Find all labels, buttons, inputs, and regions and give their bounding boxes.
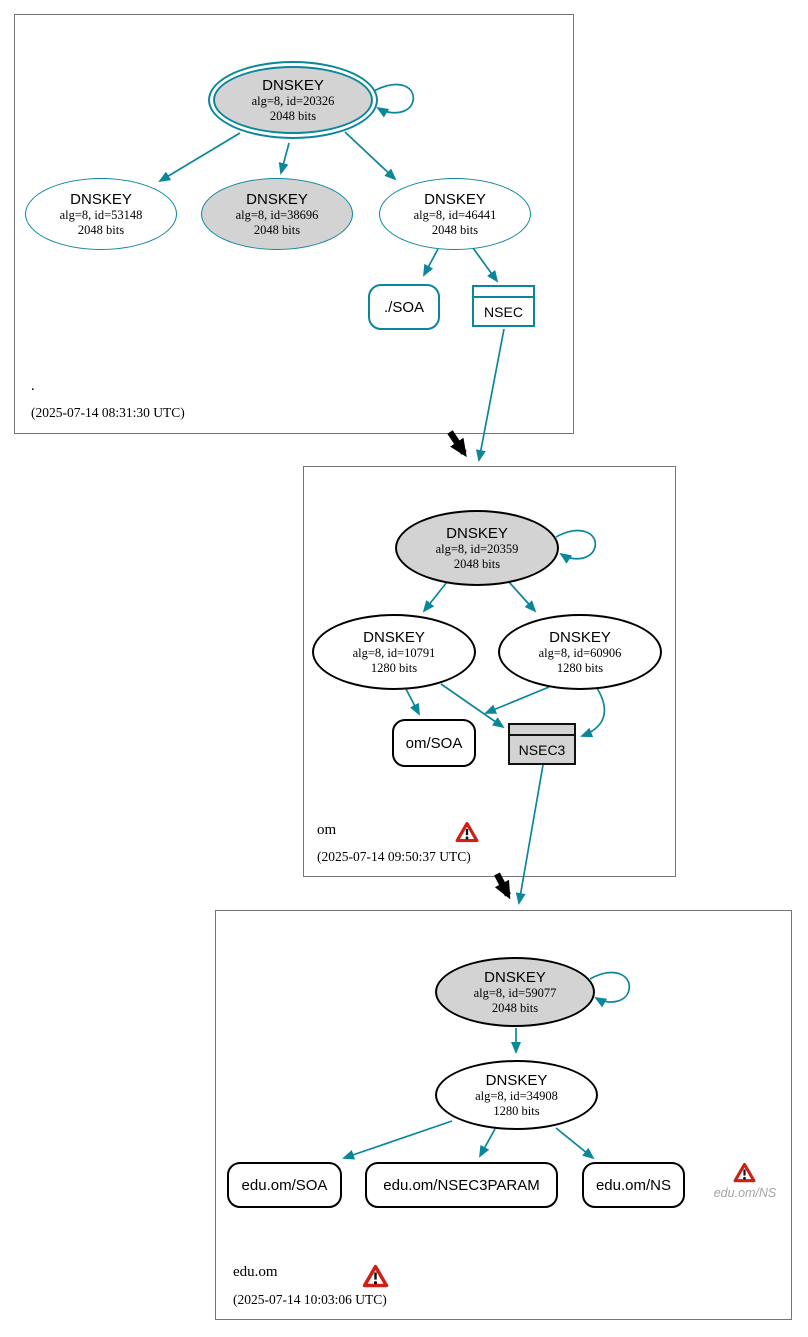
node-nsec: NSEC [472,285,535,327]
node-title: DNSKEY [246,191,308,208]
node-title: DNSKEY [446,525,508,542]
node-title: DNSKEY [549,629,611,646]
node-detail: alg=8, id=10791 [352,646,436,660]
zone-label-root: . [31,378,35,394]
warning-icon-eduom-zone [362,1264,389,1288]
node-nsec3: NSEC3 [508,723,576,765]
node-om-soa: om/SOA [392,719,476,767]
node-label: edu.om/SOA [241,1176,328,1194]
zone-timestamp-root: (2025-07-14 08:31:30 UTC) [31,405,185,420]
node-root-soa: ./SOA [368,284,440,330]
nsec-header-cell [474,287,533,298]
node-title: DNSKEY [262,77,324,94]
delegation-arrow-root-to-om [447,430,467,458]
node-bits: 2048 bits [431,222,479,237]
node-label: ./SOA [383,298,424,316]
zone-label-om: om [317,822,337,838]
node-dnskey-59077: DNSKEY alg=8, id=59077 2048 bits [435,957,595,1027]
node-title: DNSKEY [485,1072,548,1089]
node-detail: alg=8, id=60906 [538,646,622,660]
warning-label-eduom-ns: edu.om/NS [713,1186,777,1200]
node-label: NSEC3 [518,741,566,758]
node-bits: 2048 bits [453,556,501,571]
node-bits: 2048 bits [77,222,125,237]
node-dnskey-20326: DNSKEY alg=8, id=20326 2048 bits [208,61,378,139]
node-title: DNSKEY [424,191,486,208]
node-dnskey-38696: DNSKEY alg=8, id=38696 2048 bits [201,178,353,250]
warning-icon-eduom-ns [733,1162,756,1183]
node-detail: alg=8, id=59077 [473,986,557,1000]
node-bits: 1280 bits [556,660,604,675]
node-bits: 1280 bits [493,1103,540,1118]
node-title: DNSKEY [484,969,546,986]
node-dnskey-60906: DNSKEY alg=8, id=60906 1280 bits [498,614,662,690]
node-bits: 2048 bits [253,222,301,237]
node-dnskey-53148: DNSKEY alg=8, id=53148 2048 bits [25,178,177,250]
node-label: om/SOA [405,734,463,752]
node-eduom-nsec3param: edu.om/NSEC3PARAM [365,1162,558,1208]
node-title: DNSKEY [363,629,425,646]
node-detail: alg=8, id=34908 [475,1089,558,1103]
node-eduom-soa: edu.om/SOA [227,1162,342,1208]
node-dnskey-10791: DNSKEY alg=8, id=10791 1280 bits [312,614,476,690]
nsec3-header-cell [510,725,574,736]
node-bits: 2048 bits [491,1000,539,1015]
node-dnskey-20359: DNSKEY alg=8, id=20359 2048 bits [395,510,559,586]
zone-label-eduom: edu.om [233,1264,278,1280]
node-dnskey-46441: DNSKEY alg=8, id=46441 2048 bits [379,178,531,250]
delegation-arrow-om-to-eduom [494,872,511,900]
node-label: edu.om/NS [595,1176,672,1194]
node-bits: 2048 bits [269,108,317,123]
node-detail: alg=8, id=46441 [413,208,497,222]
node-detail: alg=8, id=20326 [251,94,335,108]
node-label: edu.om/NSEC3PARAM [383,1176,540,1194]
node-detail: alg=8, id=38696 [235,208,319,222]
node-detail: alg=8, id=20359 [435,542,519,556]
zone-timestamp-om: (2025-07-14 09:50:37 UTC) [317,849,471,864]
node-title: DNSKEY [70,191,132,208]
node-bits: 1280 bits [370,660,418,675]
node-dnskey-34908: DNSKEY alg=8, id=34908 1280 bits [435,1060,598,1130]
node-eduom-ns: edu.om/NS [582,1162,685,1208]
warning-icon [455,822,479,843]
node-detail: alg=8, id=53148 [59,208,143,222]
node-label: NSEC [484,303,523,320]
zone-timestamp-eduom: (2025-07-14 10:03:06 UTC) [233,1292,387,1307]
